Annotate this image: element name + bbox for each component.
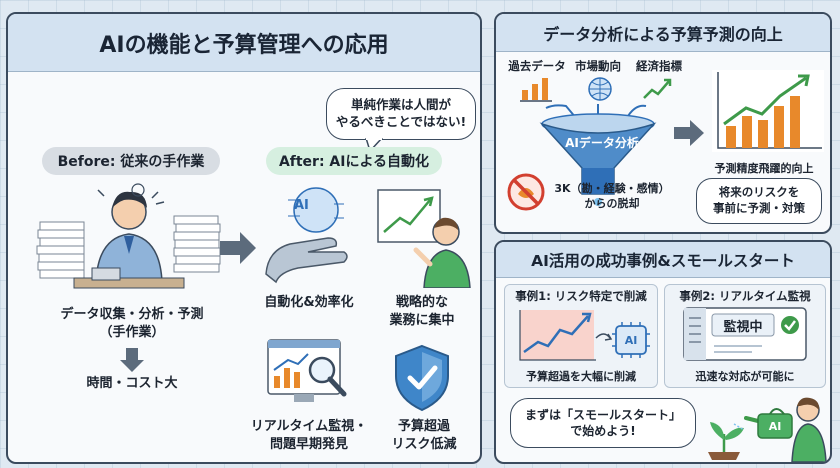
right-arrow-icon-2 [674,120,704,146]
indicator-chart-icon [643,78,672,99]
monitor-magnifier-icon [267,339,347,402]
bottom-right-title: AI活用の成功事例&スモールスタート [531,251,795,270]
risk-bubble-line1: 将来のリスクを [718,185,800,200]
before-caption-line1: データ収集・分析・予測 [60,307,204,322]
case2-caption: 迅速な対応が可能に [695,370,795,383]
top-right-title: データ分析による予算予測の向上 [543,24,783,44]
case1-title: 事例1: リスク特定で削減 [515,289,647,303]
after-pill: After: AIによる自動化 [266,147,442,175]
input-label-3: 経済指標 [636,59,682,73]
input-label-2: 市場動向 [575,59,621,73]
after-item-4-label: 予算超過 リスク低減 [376,418,472,453]
case2-title: 事例2: リアルタイム監視 [679,289,811,303]
before-pill: Before: 従来の手作業 [42,147,220,175]
top-right-title-bar: データ分析による予算予測の向上 [496,14,830,52]
speech-bubble-line2: やるべきことではない! [335,114,467,129]
after-item-2-label: 戦略的な 業務に集中 [370,294,474,329]
left-panel: AIの機能と予算管理への応用 単純作業は人間が やるべきことではない! Befo… [6,12,482,464]
kkk-line2: からの脱却 [584,196,640,210]
before-caption: データ収集・分析・予測 （手作業） [44,306,220,341]
after-item-2-line2: 業務に集中 [389,312,455,328]
speech-bubble: 単純作業は人間が やるべきことではない! [326,88,476,140]
kkk-label: 3K（勘・経験・感情） からの脱却 [548,182,676,212]
after-item-3-line2: 問題早期発見 [269,436,348,452]
down-arrow-icon [120,348,144,372]
risk-bubble-line2: 事前に予測・対策 [713,201,805,215]
right-arrow-icon [220,232,256,264]
risk-chart-icon [519,310,650,361]
risk-bubble: 将来のリスクを 事前に予測・対策 [696,178,822,224]
left-panel-title: AIの機能と予算管理への応用 [99,32,389,58]
after-item-2-line1: 戦略的な [395,295,448,310]
stressed-worker-icon [36,183,221,289]
presenter-icon [377,189,471,288]
monitor-screen-label: 監視中 [723,320,763,335]
after-label: After: AIによる自動化 [278,154,430,170]
ai-badge: AI [294,198,309,213]
case1-chip-label: AI [624,334,638,347]
after-item-4-line2: リスク低減 [391,436,457,452]
after-item-3-label: リアルタイム監視・ 問題早期発見 [244,418,374,453]
case1-caption: 予算超過を大幅に削減 [526,370,636,383]
bottom-right-title-bar: AI活用の成功事例&スモールスタート [496,242,830,278]
top-right-panel: データ分析による予算予測の向上 過去データ 市場動向 経済指標 AIデータ分析 [494,12,832,234]
before-caption-line2: （手作業） [99,324,165,340]
funnel-icon [539,104,657,206]
before-result: 時間・コスト大 [86,376,178,391]
shield-check-icon [395,344,449,412]
small-start-bubble: まずは「スモールスタート」 で始めよう! [510,398,696,448]
robot-hand-icon [265,187,348,284]
before-label: Before: 従来の手作業 [57,154,205,170]
after-item-1-label: 自動化&効率化 [254,294,364,312]
speech-bubble-line1: 単純作業は人間が [350,97,451,113]
bottom-right-panel: AI活用の成功事例&スモールスタート 事例1: リスク特定で削減 AI 予算超過… [494,240,832,464]
input-label-1: 過去データ [508,59,566,73]
no-intuition-icon [507,173,545,211]
after-item-4-line1: 予算超過 [397,419,450,434]
after-item-1-line1: 自動化&効率化 [264,295,354,310]
result-label: 予測精度飛躍的向上 [714,162,814,175]
after-item-3-line1: リアルタイム監視・ [250,419,368,434]
bar-chart-icon [520,78,552,102]
can-label: AI [768,420,782,433]
monitor-check-icon [683,307,807,361]
seedling-can-icon [708,397,827,462]
left-panel-title-bar: AIの機能と予算管理への応用 [8,14,480,72]
kkk-line1: 3K（勘・経験・感情） [554,182,670,195]
rising-chart-icon [712,70,824,152]
small-start-line1: まずは「スモールスタート」 [524,407,681,422]
funnel-label: AIデータ分析 [565,136,639,150]
small-start-line2: で始めよう! [570,424,636,438]
market-globe-icon [588,77,612,101]
